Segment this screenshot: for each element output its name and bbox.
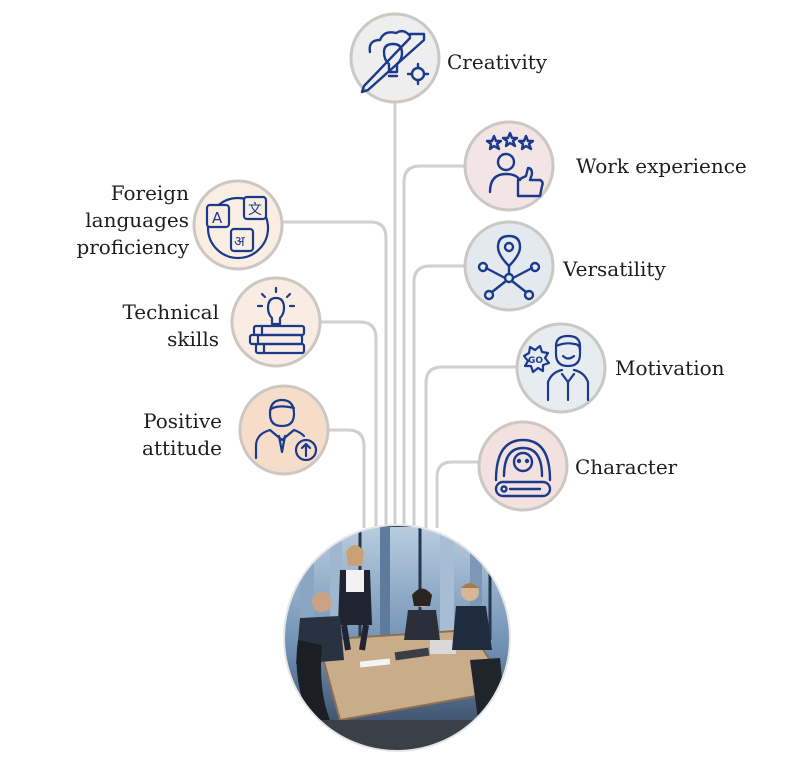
connector-versatility <box>412 264 466 528</box>
node-foreign-languages: A 文 अ <box>192 179 284 271</box>
connector-positive-attitude <box>327 428 366 528</box>
label-character: Character <box>575 455 678 479</box>
label-technical-skills-line-1: Technical <box>122 300 219 324</box>
connector-technical-skills <box>320 320 378 528</box>
svg-text:अ: अ <box>234 234 245 250</box>
node-positive-attitude <box>238 384 330 476</box>
label-versatility: Versatility <box>563 257 666 281</box>
bulb-books-icon <box>248 286 306 355</box>
thumbs-up-stars-icon <box>485 131 544 198</box>
node-motivation: GO <box>515 322 607 414</box>
translate-globe-icon: A 文 अ <box>205 195 270 260</box>
svg-text:文: 文 <box>248 202 262 218</box>
connector-motivation <box>424 365 520 528</box>
node-technical-skills <box>230 276 322 368</box>
label-creativity: Creativity <box>447 50 548 74</box>
label-foreign-languages-line-3: proficiency <box>76 235 189 259</box>
node-creativity <box>349 12 441 104</box>
businessman-arrow-up-icon <box>254 398 318 462</box>
connector-character <box>435 460 480 528</box>
node-work-experience-circle <box>463 120 555 212</box>
svg-text:A: A <box>212 209 223 227</box>
connector-foreign-languages <box>282 220 388 528</box>
face-card-icon <box>494 438 552 498</box>
label-motivation: Motivation <box>615 356 725 380</box>
node-versatility <box>463 220 555 312</box>
go-person-icon: GO <box>522 334 590 402</box>
label-foreign-languages: Foreign languages proficiency <box>76 180 189 261</box>
label-positive-attitude: Positive attitude <box>142 408 222 462</box>
node-work-experience <box>463 120 555 212</box>
label-positive-attitude-line-2: attitude <box>142 436 222 460</box>
cloud-bulb-pencil-gear-icon <box>360 29 430 94</box>
connector-work-experience <box>402 164 466 528</box>
label-technical-skills: Technical skills <box>122 299 219 353</box>
svg-text:GO: GO <box>528 356 543 366</box>
meeting-photo <box>283 524 511 752</box>
label-foreign-languages-line-1: Foreign <box>110 181 189 205</box>
label-positive-attitude-line-1: Positive <box>143 409 222 433</box>
label-technical-skills-line-2: skills <box>167 327 219 351</box>
network-pin-icon <box>477 234 541 301</box>
label-work-experience: Work experience <box>576 154 747 178</box>
label-foreign-languages-line-2: languages <box>85 208 189 232</box>
connector-lines <box>282 100 520 528</box>
node-character <box>477 420 569 512</box>
